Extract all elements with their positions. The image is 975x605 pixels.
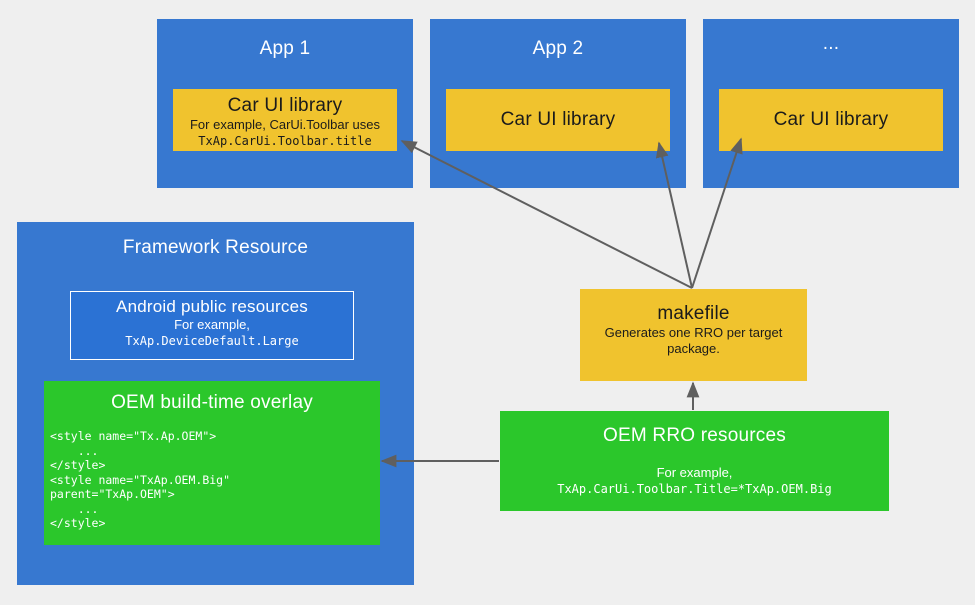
app1-library-title: Car UI library <box>227 95 343 116</box>
app1-library-subtitle: For example, CarUi.Toolbar uses <box>189 117 381 132</box>
android-public-resources-code: TxAp.DeviceDefault.Large <box>125 334 299 348</box>
app2-title: App 2 <box>532 38 584 59</box>
app3-library-title: Car UI library <box>773 109 889 130</box>
android-public-resources-subtitle: For example, <box>174 317 250 332</box>
makefile-title: makefile <box>657 303 730 324</box>
framework-resource-title: Framework Resource <box>122 237 309 258</box>
oem-build-time-overlay-box: OEM build-time overlay <style name="Tx.A… <box>44 381 380 545</box>
app3-title: ... <box>822 33 840 54</box>
android-public-resources-box: Android public resources For example, Tx… <box>70 291 354 360</box>
oem-rro-resources-subtitle: For example, <box>656 465 733 480</box>
oem-build-time-overlay-title: OEM build-time overlay <box>111 392 313 413</box>
oem-rro-resources-title: OEM RRO resources <box>603 425 786 446</box>
app2-library-title: Car UI library <box>500 109 616 130</box>
app1-library-code: TxAp.CarUi.Toolbar.title <box>198 134 372 148</box>
app1-car-ui-library: Car UI library For example, CarUi.Toolba… <box>173 89 397 151</box>
makefile-subtitle: Generates one RRO per target package. <box>604 325 783 356</box>
app1-title: App 1 <box>259 38 311 59</box>
makefile-box: makefile Generates one RRO per target pa… <box>580 289 807 381</box>
oem-build-time-overlay-code: <style name="Tx.Ap.OEM"> ... </style> <s… <box>50 429 231 530</box>
oem-rro-resources-code: TxAp.CarUi.Toolbar.Title=*TxAp.OEM.Big <box>557 482 832 496</box>
android-public-resources-title: Android public resources <box>116 297 308 316</box>
app2-car-ui-library: Car UI library <box>446 89 670 151</box>
app3-car-ui-library: Car UI library <box>719 89 943 151</box>
oem-rro-resources-box: OEM RRO resources For example, TxAp.CarU… <box>500 411 889 511</box>
